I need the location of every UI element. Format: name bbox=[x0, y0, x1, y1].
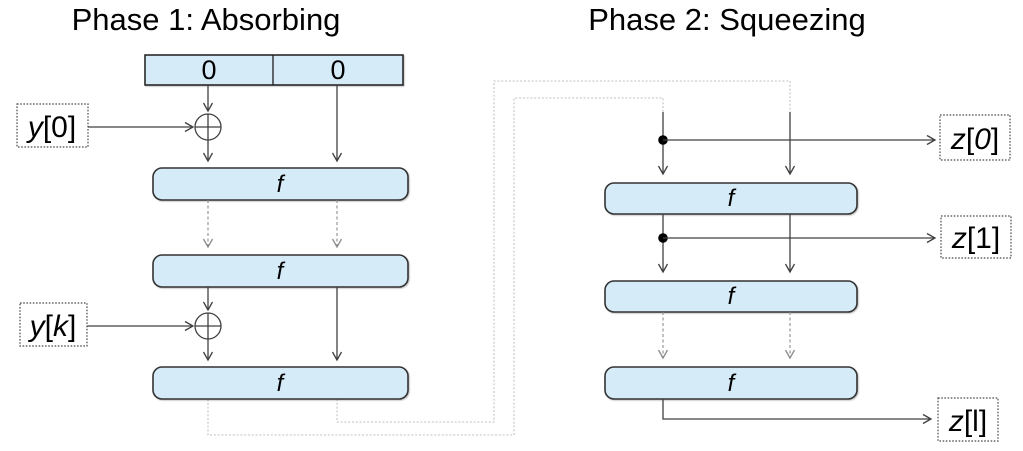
phase2-title: Phase 2: Squeezing bbox=[588, 2, 866, 37]
f-function-label: f bbox=[728, 185, 737, 212]
f-function-box: f bbox=[152, 366, 409, 400]
output-label-text: z[1] bbox=[951, 222, 1000, 255]
output-label-box bbox=[939, 114, 1011, 161]
f-function-label: f bbox=[277, 171, 286, 198]
state-feed-wrap-lines bbox=[207, 80, 791, 436]
input-label-box bbox=[19, 302, 88, 347]
input-label-box bbox=[16, 103, 89, 148]
input-label-text: y[k] bbox=[28, 310, 77, 343]
output-label-z1: z[1] bbox=[940, 215, 1012, 259]
state-register: 0 0 bbox=[144, 54, 404, 86]
f-function-box: f bbox=[152, 254, 409, 288]
f-function-label: f bbox=[728, 370, 737, 397]
input-label-yk: y[k] bbox=[19, 302, 88, 347]
f-function-box: f bbox=[604, 182, 858, 215]
f-function-label: f bbox=[277, 370, 286, 397]
state-register-box bbox=[144, 54, 404, 86]
f-function-box: f bbox=[604, 280, 858, 313]
output-label-zl: z[l] bbox=[937, 397, 999, 442]
output-label-z0: z[0] bbox=[939, 114, 1011, 161]
f-function-box: f bbox=[152, 167, 409, 201]
phase1-title: Phase 1: Absorbing bbox=[72, 2, 341, 37]
wrap-line-inner-rate bbox=[207, 97, 664, 436]
wrap-line-outer-capacity bbox=[336, 80, 791, 423]
f-function-box: f bbox=[604, 366, 858, 400]
arrow-f3-to-zl bbox=[662, 399, 933, 425]
output-label-box bbox=[937, 397, 999, 442]
output-label-text: z[0] bbox=[950, 123, 999, 156]
phase1-absorbing-section: Phase 1: Absorbing 0 0 y[0] f bbox=[16, 2, 409, 400]
input-label-text: y[0] bbox=[26, 111, 76, 144]
phase2-squeezing-section: Phase 2: Squeezing z[0] f z[1] f bbox=[588, 2, 1012, 442]
state-cell-value: 0 bbox=[201, 55, 216, 85]
state-cell-value: 0 bbox=[330, 55, 345, 85]
f-function-label: f bbox=[728, 283, 737, 310]
input-label-y0: y[0] bbox=[16, 103, 89, 148]
output-label-text: z[l] bbox=[948, 405, 987, 438]
f-function-label: f bbox=[277, 258, 286, 285]
xor-icon bbox=[194, 113, 222, 141]
xor-icon bbox=[194, 312, 222, 340]
output-label-box bbox=[940, 215, 1012, 259]
